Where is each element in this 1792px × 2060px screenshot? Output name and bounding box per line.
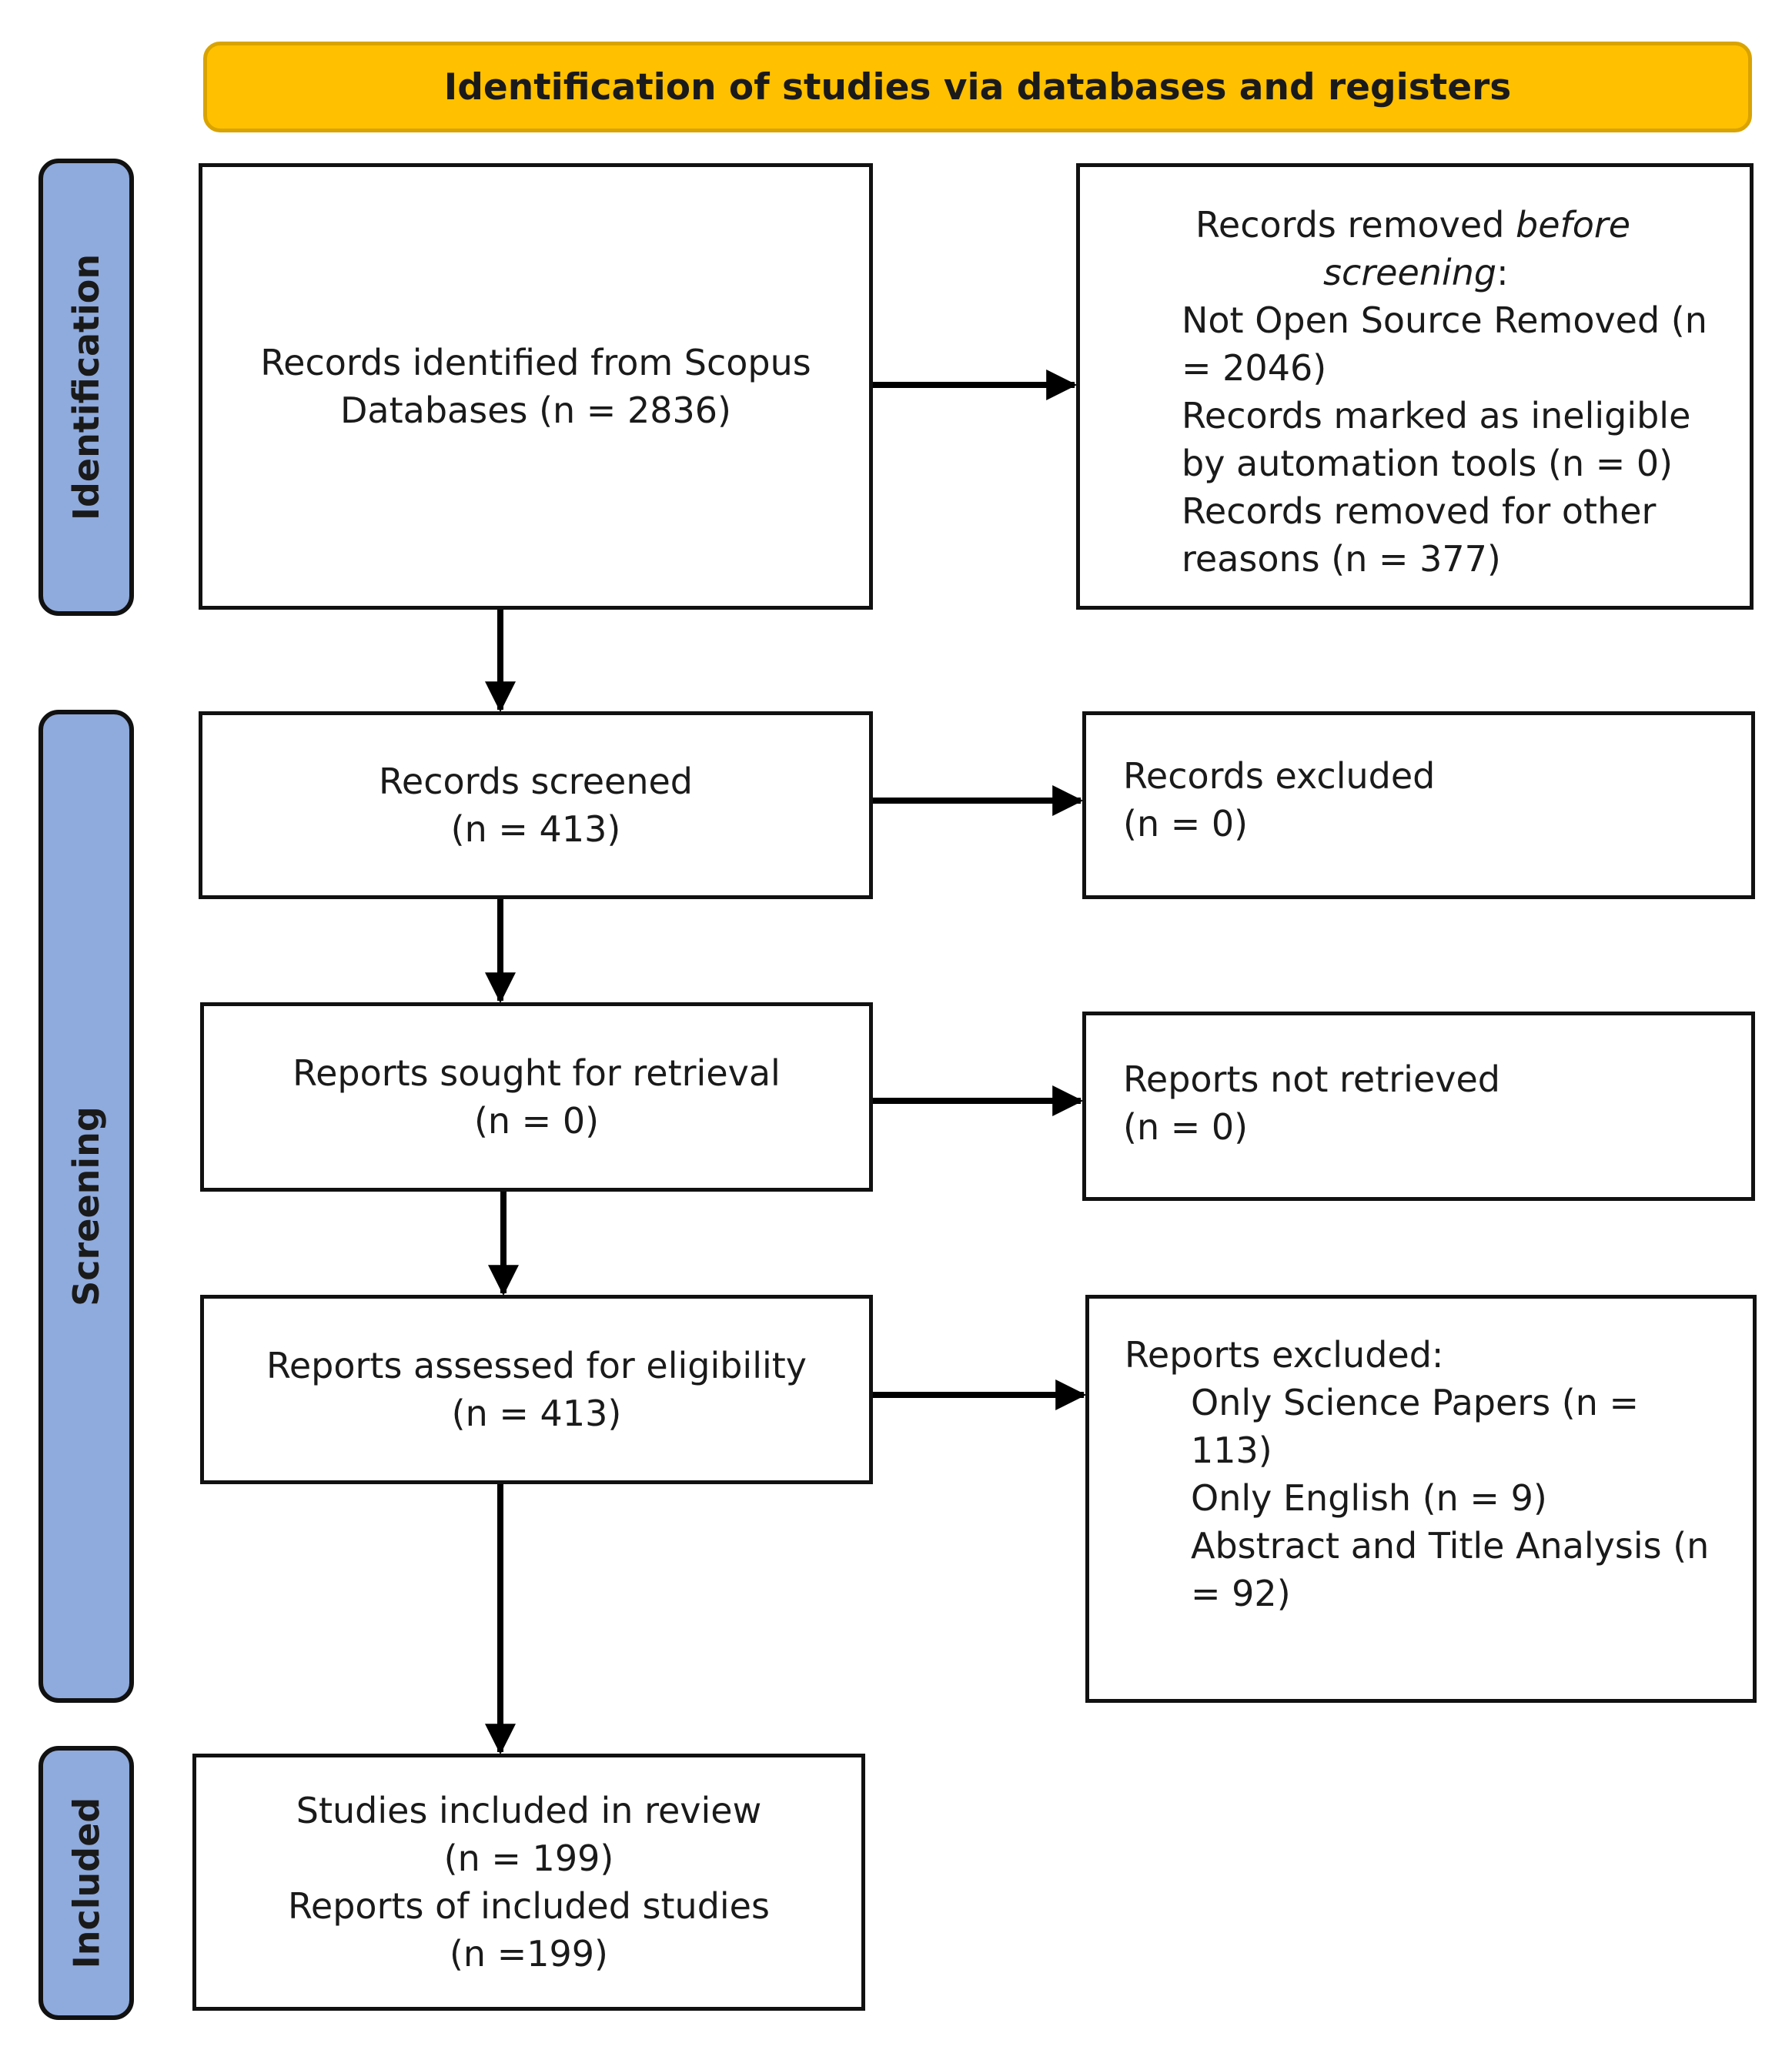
records-identified-line2: Databases (n = 2836): [340, 390, 731, 431]
box-studies-included: Studies included in review (n = 199) Rep…: [192, 1754, 865, 2011]
reports-assessed-label: Reports assessed for eligibility: [266, 1345, 807, 1386]
removed-item3-line1: Records removed for other: [1182, 490, 1657, 532]
reports-not-retrieved-label: Reports not retrieved: [1123, 1058, 1500, 1100]
records-removed-heading-colon: :: [1496, 252, 1509, 293]
header-title: Identification of studies via databases …: [443, 65, 1512, 109]
box-reports-assessed: Reports assessed for eligibility (n = 41…: [200, 1295, 873, 1484]
records-removed-heading-line2: screening:: [1080, 249, 1750, 296]
studies-included-label: Studies included in review: [296, 1790, 762, 1831]
removed-item3-line2: reasons (n = 377): [1182, 538, 1501, 580]
reports-included-count: (n =199): [449, 1933, 608, 1975]
reports-included-label: Reports of included studies: [288, 1885, 770, 1927]
reports-excluded-item3-line1: Abstract and Title Analysis (n: [1191, 1525, 1710, 1567]
box-records-identified: Records identified from Scopus Databases…: [199, 163, 873, 610]
box-reports-excluded: Reports excluded: Only Science Papers (n…: [1085, 1295, 1757, 1703]
records-removed-heading-em2: screening: [1323, 252, 1497, 293]
box-reports-sought: Reports sought for retrieval (n = 0): [200, 1002, 873, 1192]
records-removed-heading-em1: before: [1516, 204, 1631, 246]
removed-item2-line1: Records marked as ineligible: [1182, 395, 1691, 436]
records-excluded-count: (n = 0): [1123, 803, 1249, 844]
box-records-screened: Records screened (n = 413): [199, 711, 873, 899]
box-reports-not-retrieved: Reports not retrieved (n = 0): [1082, 1012, 1755, 1201]
phase-screening: Screening: [38, 710, 134, 1703]
reports-excluded-item2: Only English (n = 9): [1191, 1477, 1547, 1519]
records-removed-heading-text: Records removed: [1195, 204, 1516, 246]
records-screened-count: (n = 413): [450, 808, 621, 850]
reports-excluded-item1-line1: Only Science Papers (n =: [1191, 1382, 1640, 1423]
removed-item2-line2: by automation tools (n = 0): [1182, 443, 1673, 484]
studies-included-count: (n = 199): [443, 1838, 614, 1879]
reports-excluded-item3-line2: = 92): [1191, 1573, 1291, 1614]
reports-sought-label: Reports sought for retrieval: [293, 1052, 781, 1094]
records-removed-heading-line1: Records removed before: [1080, 201, 1750, 249]
reports-excluded-item1-line2: 113): [1191, 1430, 1272, 1471]
records-screened-label: Records screened: [379, 761, 693, 802]
records-identified-line1: Records identified from Scopus: [260, 342, 811, 383]
phase-included: Included: [38, 1746, 134, 2020]
reports-not-retrieved-count: (n = 0): [1123, 1106, 1249, 1148]
box-records-removed: Records removed before screening: Not Op…: [1076, 163, 1754, 610]
header-banner: Identification of studies via databases …: [203, 42, 1752, 132]
phase-identification: Identification: [38, 159, 134, 616]
removed-item1-line2: = 2046): [1182, 347, 1327, 389]
records-excluded-label: Records excluded: [1123, 755, 1436, 797]
reports-excluded-heading: Reports excluded:: [1125, 1334, 1444, 1376]
box-records-excluded: Records excluded (n = 0): [1082, 711, 1755, 899]
removed-item1-line1: Not Open Source Removed (n: [1182, 299, 1707, 341]
reports-assessed-count: (n = 413): [451, 1393, 622, 1434]
reports-sought-count: (n = 0): [473, 1100, 600, 1142]
